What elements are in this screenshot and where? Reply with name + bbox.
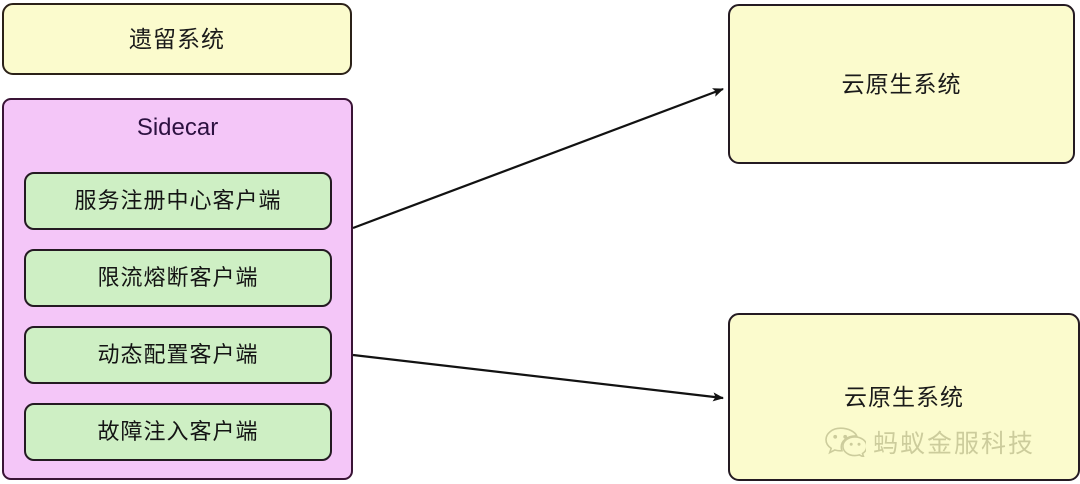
sidecar-child-service-registry-client: 服务注册中心客户端 bbox=[24, 172, 332, 230]
legacy-system-node: 遗留系统 bbox=[2, 3, 352, 75]
cloud-native-system-bottom-label: 云原生系统 bbox=[844, 383, 964, 410]
edge-sidecar-to-cloud-native-top bbox=[352, 87, 724, 230]
cloud-native-system-bottom-node: 云原生系统 bbox=[728, 313, 1080, 481]
sidecar-child-dynamic-config-client: 动态配置客户端 bbox=[24, 326, 332, 384]
sidecar-child-label: 故障注入客户端 bbox=[97, 419, 259, 445]
sidecar-child-label: 动态配置客户端 bbox=[97, 342, 259, 368]
cloud-native-system-top-label: 云原生系统 bbox=[841, 70, 962, 97]
sidecar-node: Sidecar 服务注册中心客户端 限流熔断客户端 动态配置客户端 故障注入客户… bbox=[2, 98, 353, 480]
legacy-system-label: 遗留系统 bbox=[129, 25, 225, 52]
sidecar-child-fault-injection-client: 故障注入客户端 bbox=[24, 403, 332, 461]
sidecar-child-label: 限流熔断客户端 bbox=[97, 265, 259, 291]
sidecar-child-label: 服务注册中心客户端 bbox=[74, 188, 282, 214]
edge-sidecar-to-cloud-native-bottom bbox=[352, 353, 724, 402]
cloud-native-system-top-node: 云原生系统 bbox=[728, 4, 1075, 164]
sidecar-title: Sidecar bbox=[136, 114, 219, 141]
sidecar-child-rate-limit-circuit-breaker-client: 限流熔断客户端 bbox=[24, 249, 332, 307]
